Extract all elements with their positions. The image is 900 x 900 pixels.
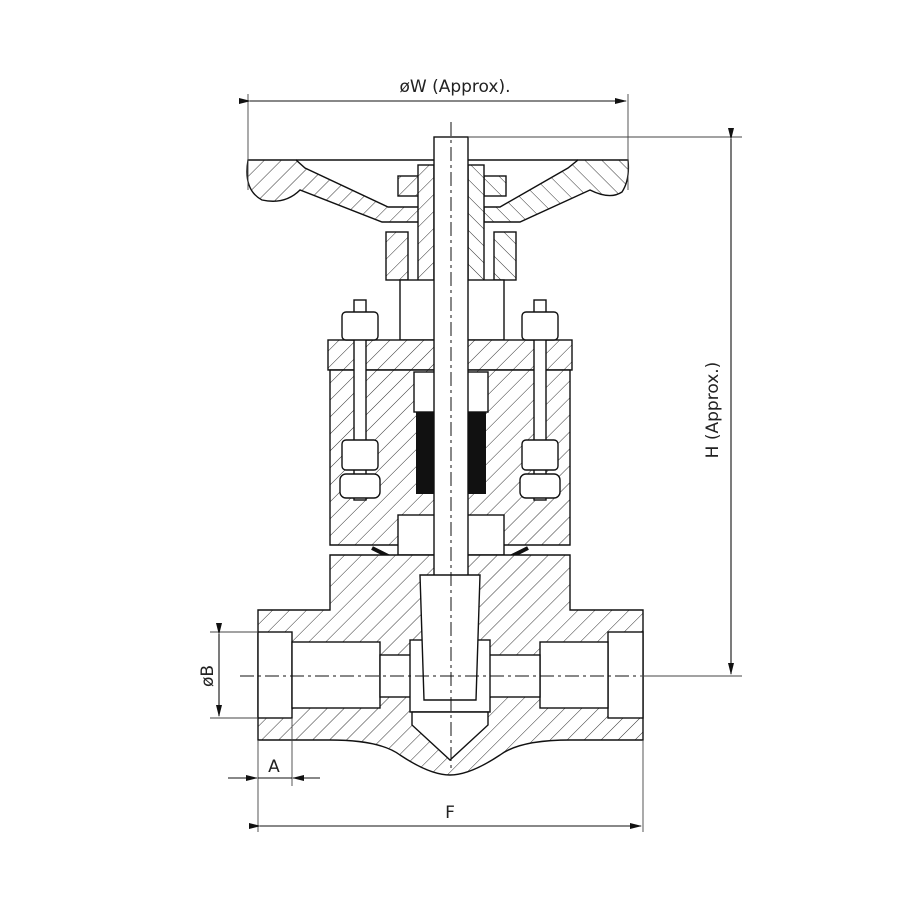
- dimension-a: A: [228, 718, 320, 832]
- dimension-f: F: [249, 740, 644, 832]
- label-socket-depth: A: [268, 757, 280, 777]
- label-height: H (Approx.): [703, 362, 723, 459]
- label-bore-diameter: øB: [198, 665, 218, 687]
- label-handwheel-diameter: øW (Approx).: [399, 77, 510, 97]
- stem: [240, 122, 660, 770]
- dimension-b: øB: [198, 623, 258, 719]
- dimension-h: H (Approx.): [468, 128, 742, 677]
- bonnet-bolts: [339, 299, 561, 501]
- dimension-w: øW (Approx).: [239, 77, 629, 190]
- label-face-to-face: F: [445, 803, 455, 823]
